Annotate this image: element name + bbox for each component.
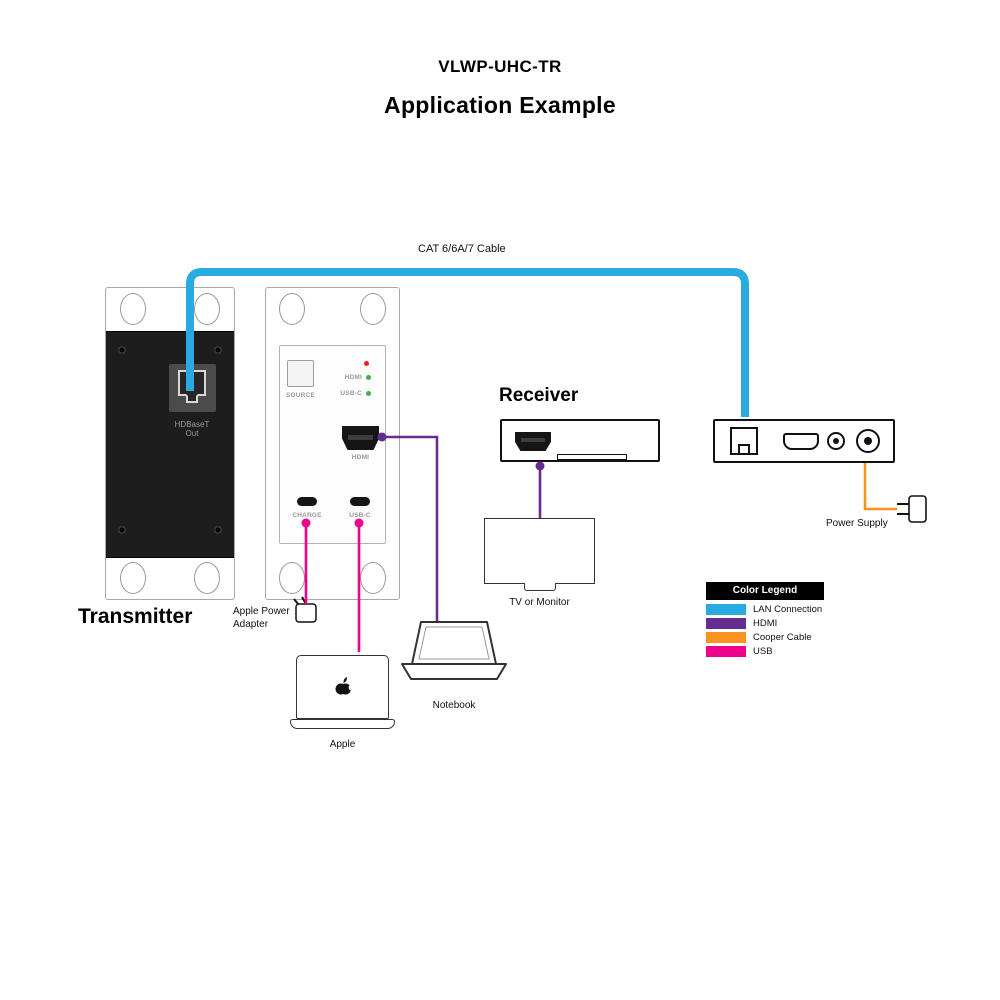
charge-port[interactable] (297, 497, 317, 506)
legend-swatch-hdmi (706, 618, 746, 629)
source-button[interactable] (287, 360, 314, 387)
usbc-led-label: USB-C (340, 390, 362, 397)
legend-swatch-copper (706, 632, 746, 643)
mounting-hole (360, 293, 386, 325)
hdmi-port[interactable] (342, 426, 379, 450)
legend-swatch-lan (706, 604, 746, 615)
receiver-hdmi-box (500, 419, 660, 462)
screw-icon (214, 526, 222, 534)
power-jack-icon (856, 429, 880, 453)
legend-label-copper: Cooper Cable (753, 632, 812, 643)
hdmi-led (366, 375, 371, 380)
model-number: VLWP-UHC-TR (438, 57, 562, 76)
tv-label: TV or Monitor (509, 597, 570, 608)
receiver-heading: Receiver (499, 385, 579, 406)
screw-icon (118, 526, 126, 534)
wallplate: SOURCE HDMI USB-C HDMI CHARGE USB-C (265, 287, 400, 600)
mounting-hole (194, 293, 220, 325)
tv-screen (484, 518, 595, 584)
audio-jack-icon (827, 432, 845, 450)
label-slot (557, 454, 627, 460)
mounting-hole (360, 562, 386, 594)
rj45-port-icon (730, 427, 758, 455)
apple-laptop-base (290, 719, 395, 729)
apple-logo-icon (335, 677, 353, 695)
apple-label: Apple (329, 739, 356, 750)
hdmi-port-icon (515, 432, 551, 451)
hdmi-female-icon (783, 433, 819, 450)
power-supply-icon (897, 495, 927, 523)
transmitter-plate: HDBaseT Out (105, 287, 235, 600)
notebook-icon (401, 621, 507, 680)
hdbaset-port-label: HDBaseT Out (162, 420, 222, 438)
usbc-port-label: USB-C (349, 512, 371, 519)
legend-label-usb: USB (753, 646, 773, 657)
hdmi-led-label: HDMI (344, 374, 362, 381)
legend-label-hdmi: HDMI (753, 618, 778, 629)
mounting-hole (279, 293, 305, 325)
power-led (364, 361, 369, 366)
mounting-hole (120, 293, 146, 325)
mounting-hole (194, 562, 220, 594)
transmitter-face: HDBaseT Out (106, 331, 234, 558)
adapter-label-line1: Apple Power (233, 606, 290, 617)
legend-title: Color Legend (706, 582, 824, 600)
receiver-main-box (713, 419, 895, 463)
hdmi-port-label: HDMI (351, 454, 370, 461)
mounting-hole (120, 562, 146, 594)
hdmi-cable-dot (535, 461, 545, 471)
wallplate-face: SOURCE HDMI USB-C HDMI CHARGE USB-C (279, 345, 386, 544)
transmitter-label: Transmitter (78, 605, 193, 628)
source-button-label: SOURCE (285, 392, 315, 399)
apple-adapter-icon (293, 596, 317, 623)
tv-stand (524, 583, 556, 591)
charge-port-label: CHARGE (292, 512, 322, 519)
page-title: Application Example (384, 92, 616, 118)
copper-cable-power (863, 463, 897, 511)
adapter-label-line2: Adapter (233, 619, 269, 630)
legend-label-lan: LAN Connection (753, 604, 823, 615)
cat-cable-label: CAT 6/6A/7 Cable (418, 243, 506, 255)
screw-icon (118, 346, 126, 354)
hdbaset-port (169, 364, 216, 412)
usbc-led (366, 391, 371, 396)
apple-laptop-screen (296, 655, 389, 719)
legend-swatch-usb (706, 646, 746, 657)
mounting-hole (279, 562, 305, 594)
rj45-jack-icon (178, 370, 206, 403)
usbc-port[interactable] (350, 497, 370, 506)
screw-icon (214, 346, 222, 354)
hdbaset-label-line2: Out (185, 429, 199, 438)
power-supply-label: Power Supply (826, 518, 888, 529)
hdbaset-label-line1: HDBaseT (174, 420, 210, 429)
notebook-label: Notebook (432, 700, 476, 711)
